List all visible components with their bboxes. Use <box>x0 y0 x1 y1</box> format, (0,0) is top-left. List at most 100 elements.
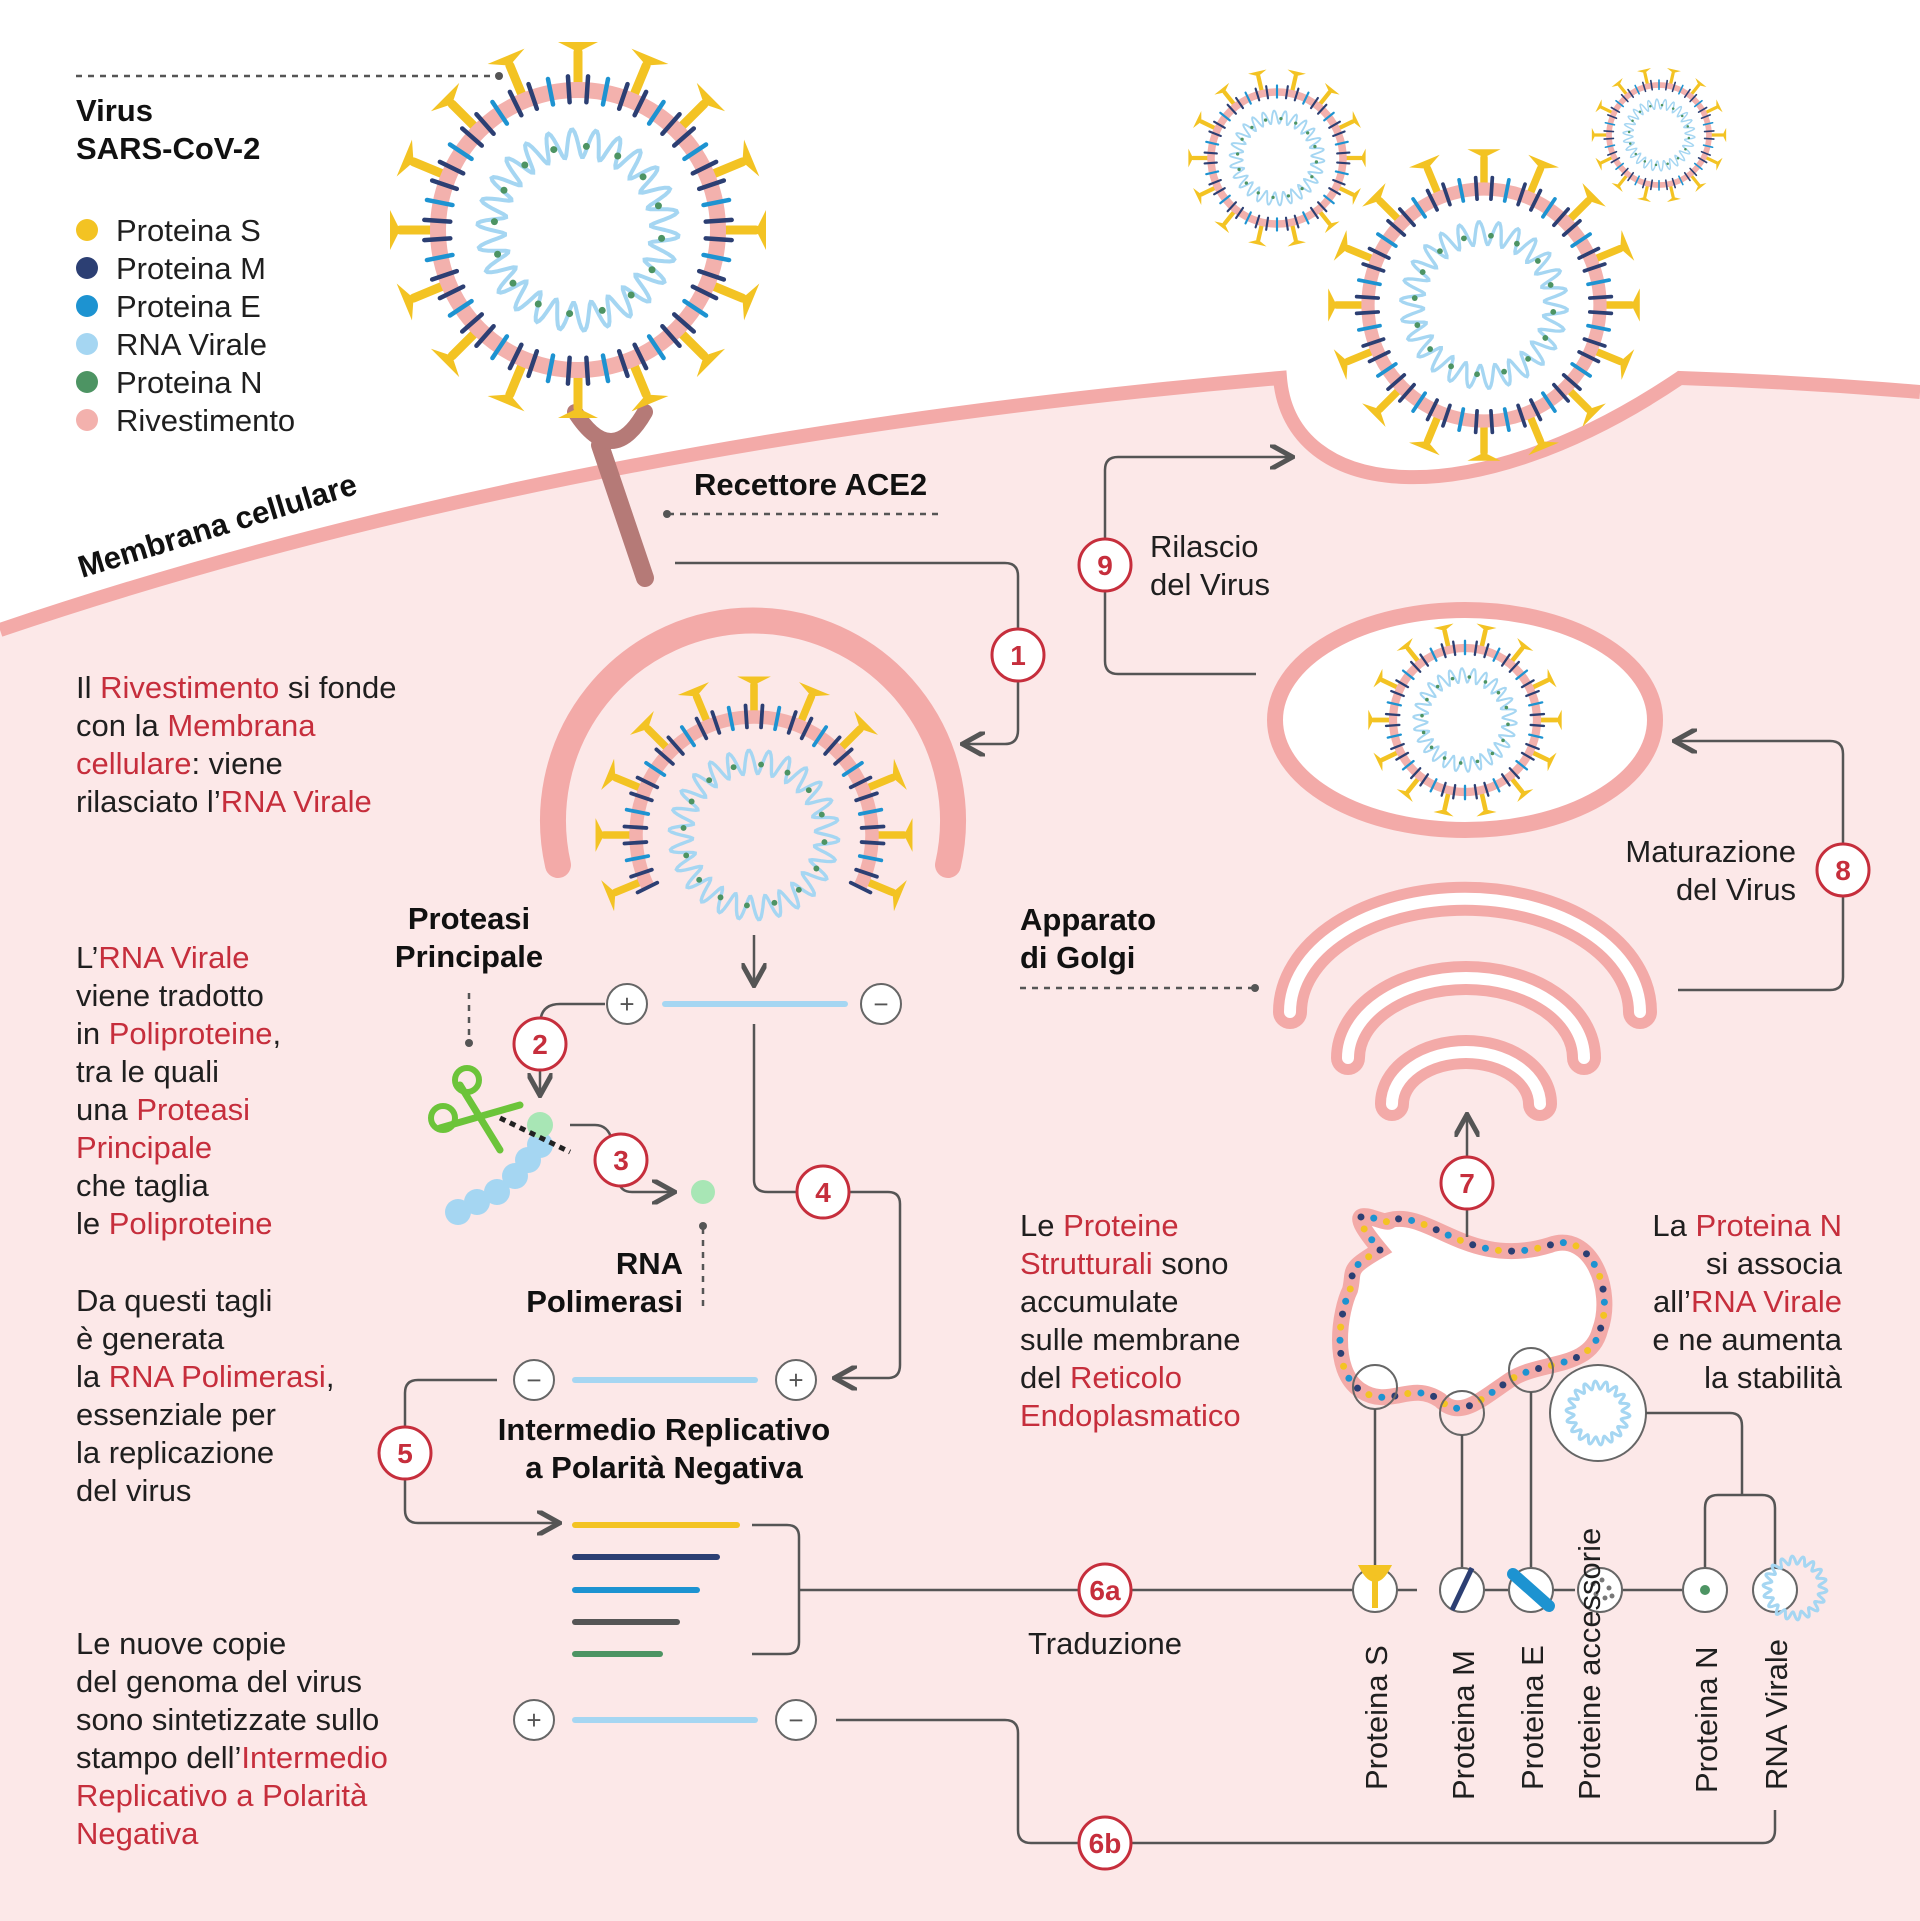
golgi-label-1: Apparato <box>1020 902 1156 937</box>
plus-sign: + <box>619 989 634 1019</box>
text-line: le Poliproteine <box>76 1206 272 1241</box>
m-protein-icon <box>1449 1566 1475 1612</box>
intermediate-label-1: Intermedio Replicativo <box>498 1412 830 1447</box>
text-line: essenziale per <box>76 1397 276 1432</box>
text-line: Le Proteine <box>1020 1208 1179 1243</box>
text-line: Strutturali sono <box>1020 1246 1229 1281</box>
release-label-2: del Virus <box>1150 567 1270 602</box>
endosome <box>540 607 966 878</box>
text-line: la stabilità <box>1704 1360 1843 1395</box>
text-line: la replicazione <box>76 1435 274 1470</box>
minus-sign: − <box>873 989 888 1019</box>
polyprotein-chain <box>445 1112 715 1225</box>
legend-swatch <box>76 333 98 355</box>
product-label-rna: RNA Virale <box>1759 1639 1794 1790</box>
legend-swatch <box>76 219 98 241</box>
text-line: rilasciato l’RNA Virale <box>76 784 372 819</box>
text-line: la RNA Polimerasi, <box>76 1359 334 1394</box>
translation-label: Traduzione <box>1028 1626 1182 1661</box>
minus-sign: − <box>788 1705 803 1735</box>
receptor-label: Recettore ACE2 <box>694 467 927 502</box>
text-line: che taglia <box>76 1168 209 1203</box>
legend-swatch <box>76 295 98 317</box>
legend-item-label: Proteina S <box>116 213 261 248</box>
minus-sign: − <box>526 1365 541 1395</box>
text-line: Negativa <box>76 1816 199 1851</box>
step-6b-badge: 6b <box>1089 1828 1122 1859</box>
text-line: Principale <box>76 1130 212 1165</box>
text-line: all’RNA Virale <box>1653 1284 1842 1319</box>
text-line: Endoplasmatico <box>1020 1398 1241 1433</box>
step-6a-badge: 6a <box>1089 1575 1121 1606</box>
text-line: con la Membrana <box>76 708 316 743</box>
text-line: Le nuove copie <box>76 1626 286 1661</box>
endoplasmic-reticulum <box>1332 1208 1647 1462</box>
ace2-receptor <box>567 404 654 587</box>
text-line: cellulare: viene <box>76 746 283 781</box>
n-protein-icon <box>1700 1585 1710 1595</box>
maturation-label-2: del Virus <box>1676 872 1796 907</box>
step-7-badge: 7 <box>1459 1168 1475 1199</box>
golgi-apparatus <box>1273 881 1657 1121</box>
legend-item-label: Proteina E <box>116 289 261 324</box>
text-line: del Reticolo <box>1020 1360 1182 1395</box>
text-line: La Proteina N <box>1652 1208 1842 1243</box>
legend-title: Virus <box>76 93 153 128</box>
protease-label-1: Proteasi <box>408 901 530 936</box>
legend-swatch <box>76 257 98 279</box>
text-line: sono sintetizzate sullo <box>76 1702 379 1737</box>
step-8-badge: 8 <box>1835 855 1851 886</box>
step-4-badge: 4 <box>815 1177 831 1208</box>
legend-item-label: Proteina M <box>116 251 266 286</box>
virus-released-large <box>1328 149 1640 461</box>
maturation-label-1: Maturazione <box>1625 834 1796 869</box>
polymerase-label-1: RNA <box>616 1246 683 1281</box>
text-line: viene tradotto <box>76 978 264 1013</box>
rna-coil-icon <box>1761 1554 1829 1622</box>
cell-membrane <box>0 370 1920 637</box>
step-2-badge: 2 <box>532 1029 548 1060</box>
protease-label-2: Principale <box>395 939 543 974</box>
text-line: una Proteasi <box>76 1092 250 1127</box>
polarity-markers: + − − + + − <box>513 983 902 1741</box>
virus-main <box>390 42 766 418</box>
golgi-label-2: di Golgi <box>1020 940 1135 975</box>
product-label-m: Proteina M <box>1446 1650 1481 1800</box>
step-9-badge: 9 <box>1097 550 1113 581</box>
text-line: accumulate <box>1020 1284 1179 1319</box>
text-line: è generata <box>76 1321 225 1356</box>
virus-released-small-right <box>1591 67 1727 203</box>
vesicle <box>1267 602 1663 838</box>
virus-in-endosome <box>595 676 913 922</box>
rna-strands <box>572 1001 848 1723</box>
legend-item-label: Rivestimento <box>116 403 295 438</box>
text-line: Il Rivestimento si fonde <box>76 670 397 705</box>
product-icons <box>1352 1554 1829 1622</box>
step-3-badge: 3 <box>613 1145 629 1176</box>
step-badges: 1 2 3 4 5 6a 6b 7 8 9 <box>377 537 1871 1871</box>
text-line: del virus <box>76 1473 191 1508</box>
plus-sign: + <box>526 1705 541 1735</box>
product-label-e: Proteina E <box>1515 1645 1550 1790</box>
text-line: Da questi tagli <box>76 1283 272 1318</box>
text-line: Replicativo a Polarità <box>76 1778 368 1813</box>
e-protein-icon <box>1507 1568 1555 1612</box>
accessory-proteins-icon <box>1590 1577 1615 1601</box>
text-line: in Poliproteine, <box>76 1016 281 1051</box>
polymerase-label-2: Polimerasi <box>526 1284 683 1319</box>
legend-subtitle: SARS-CoV-2 <box>76 131 260 166</box>
scissors-icon <box>428 1065 524 1154</box>
step-5-badge: 5 <box>397 1438 413 1469</box>
text-line: stampo dell’Intermedio <box>76 1740 388 1775</box>
spike-protein-icon <box>1357 1565 1393 1608</box>
intermediate-label-2: a Polarità Negativa <box>525 1450 803 1485</box>
legend-item-label: Proteina N <box>116 365 262 400</box>
